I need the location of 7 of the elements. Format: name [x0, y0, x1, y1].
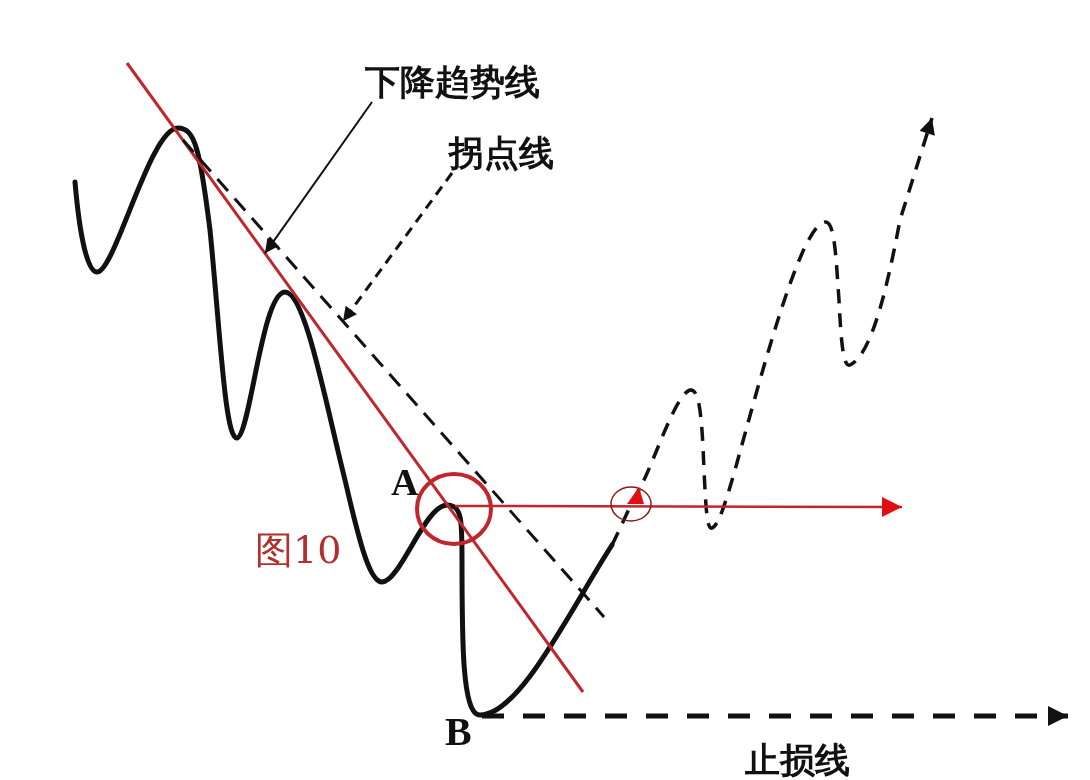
- point-label: B: [445, 711, 472, 753]
- dashed-trend-line: [179, 136, 608, 621]
- line-label: 止损线: [745, 742, 850, 779]
- figure-label: 图10: [255, 530, 342, 570]
- leader-arrow: [341, 172, 454, 323]
- leader-arrow: [264, 101, 373, 255]
- point-label: A: [391, 462, 419, 502]
